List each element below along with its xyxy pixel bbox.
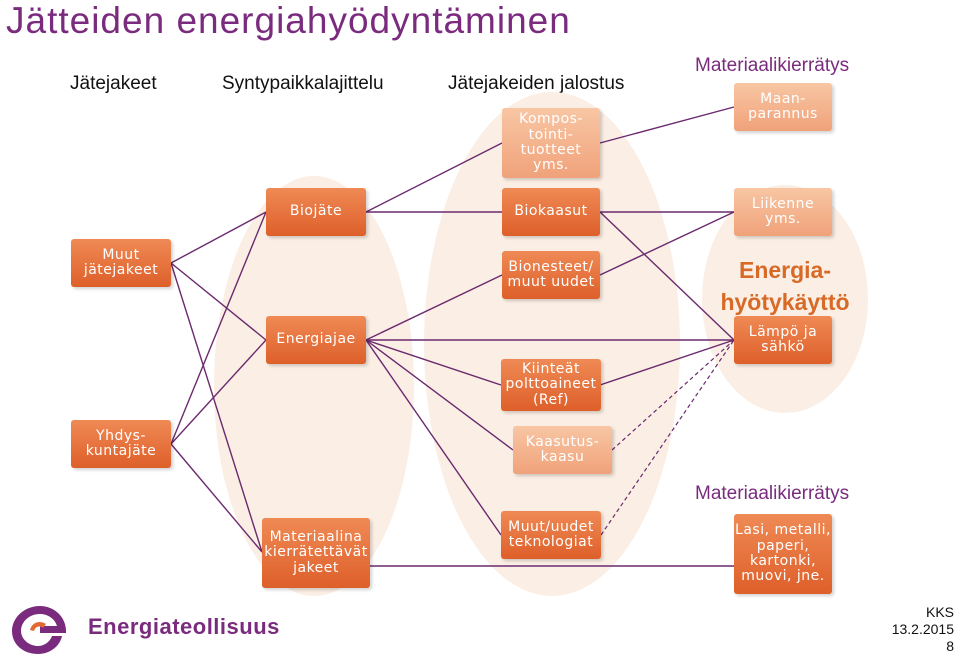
connector-line [365,339,502,386]
column-heading-material-recycling-top: Materiaalikierrätys [695,55,850,76]
column-heading-refining: Jätejakeiden jalostus [448,73,625,94]
node-maanparannus: Maan- parannus [734,83,832,131]
connector-line [170,211,267,264]
node-energiajae: Energiajae [266,316,366,364]
dashed-connector-line [600,339,735,536]
node-yhdyskuntajate: Yhdys- kuntajäte [71,420,171,468]
connector-line [599,211,735,341]
node-lasi: Lasi, metalli, paperi, kartonki, muovi, … [734,514,832,594]
connector-line [365,339,514,451]
connector-line [170,262,267,341]
footer-author: KKS [925,604,954,620]
connector-line [170,262,263,553]
connector-line [365,142,503,213]
connector-line [599,339,735,386]
connector-line [599,211,735,276]
node-biojate: Biojäte [266,188,366,236]
column-heading-waste-fractions: Jätejakeet [70,73,157,94]
connector-line [170,443,263,553]
connector-line [365,274,503,341]
connector-line [599,106,735,144]
node-biokaasut: Biokaasut [502,188,600,236]
node-kompostointi: Kompos- tointi- tuotteet yms. [502,108,600,178]
node-materiaalina: Materiaalina kierrätettävät jakeet [262,518,370,588]
column-heading-source-sorting: Syntypaikkalajittelu [222,73,384,94]
node-muut-jatejakeet: Muut jätejakeet [71,239,171,287]
page-title: Jätteiden energiahyödyntäminen [6,0,571,41]
node-kaasutuskaasu: Kaasutus- kaasu [513,426,612,474]
energy-use-label: Energia- hyötykäyttö [720,257,850,316]
node-bionesteet: Bionesteet/ muut uudet [502,251,600,299]
node-lampo: Lämpö ja sähkö [734,316,832,364]
footer-date: 13.2.2015 [891,620,954,637]
footer-page-number: 8 [946,637,954,654]
logo-wordmark: Energiateollisuus [88,614,280,639]
connector-line [170,211,267,445]
connector-line [365,339,502,536]
slide-footer: KKS 13.2.2015 8 [892,604,954,654]
node-muut-uudet: Muut/uudet teknologiat [501,511,601,559]
node-kiinteat: Kiinteät polttoaineet (Ref) [501,359,601,411]
dashed-connector-line [611,339,735,451]
energiateollisuus-logo-icon [12,606,67,654]
node-liikenne: Liikenne yms. [734,188,832,236]
connector-line [170,339,267,445]
column-heading-material-recycling-bottom: Materiaalikierrätys [695,483,850,504]
